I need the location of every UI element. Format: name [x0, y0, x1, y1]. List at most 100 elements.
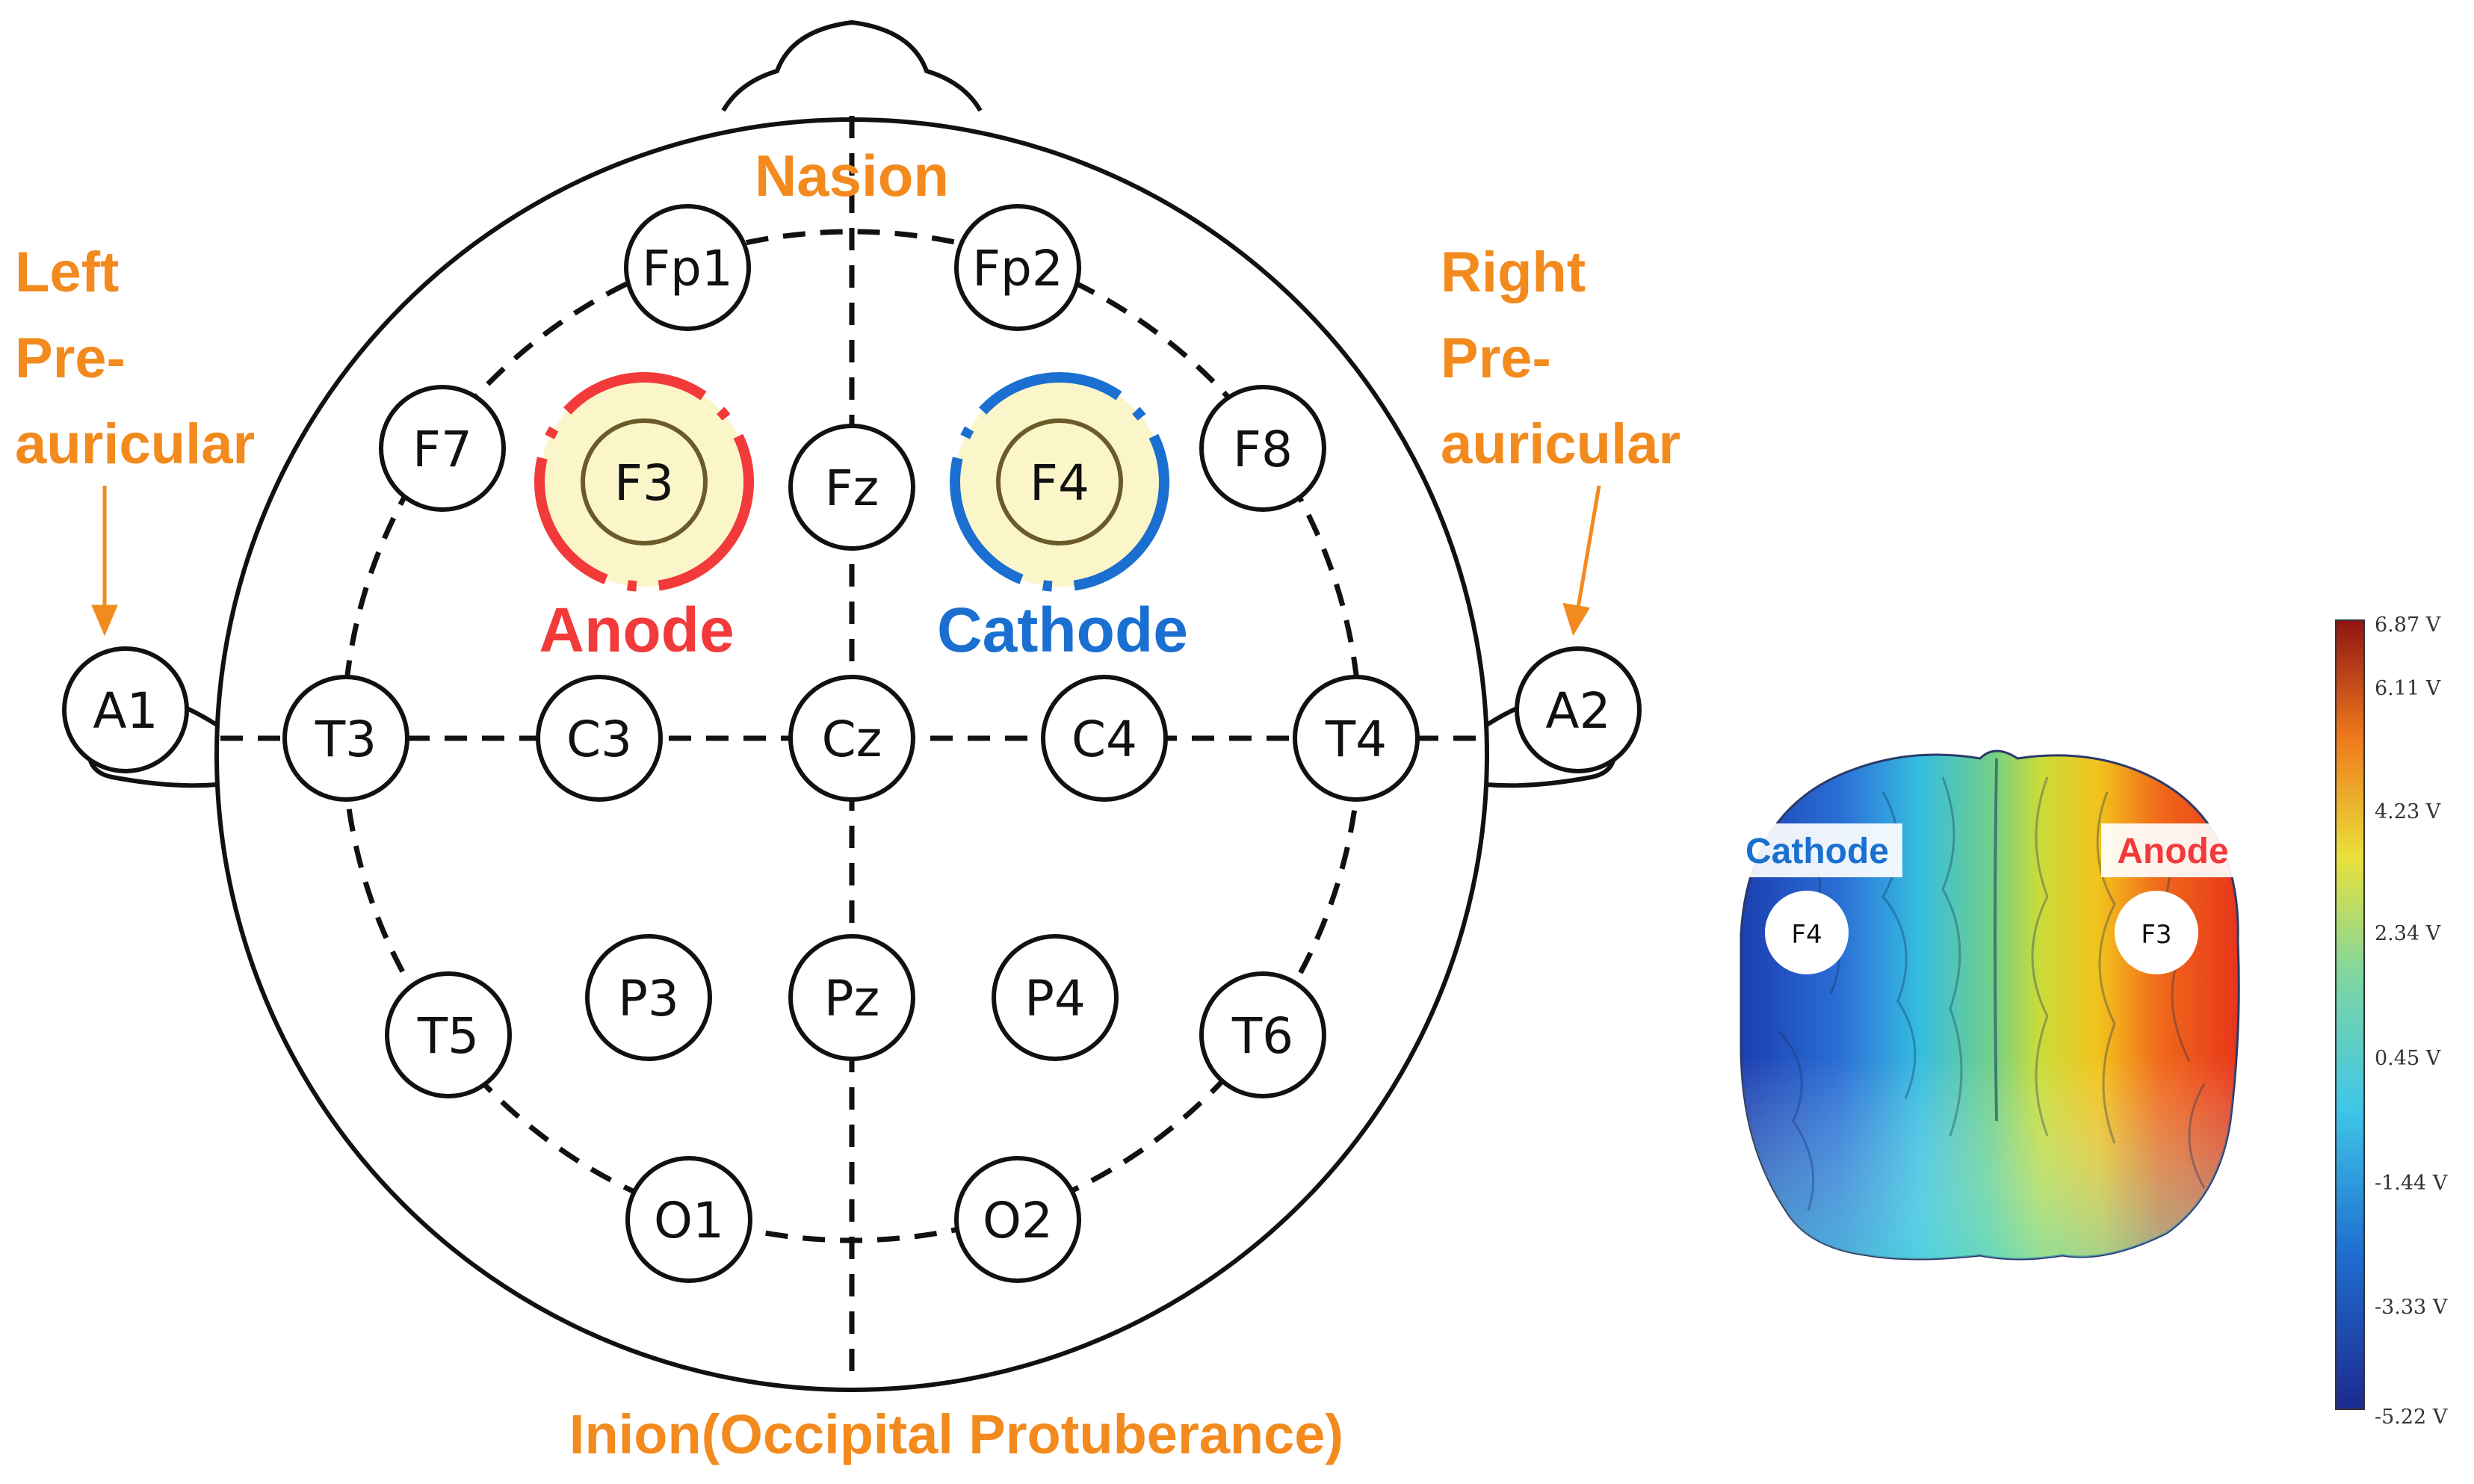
- anode-dashed-ring: [534, 372, 754, 592]
- electrode-circle: [788, 424, 915, 551]
- electrode-f4: F4: [996, 418, 1123, 545]
- electrode-fz: Fz: [788, 424, 915, 551]
- electrode-label: C4: [1071, 711, 1137, 768]
- electrode-t6: T6: [1199, 971, 1326, 1098]
- electrode-circle: [992, 934, 1119, 1061]
- brain-anode-label-bg: [2101, 823, 2245, 877]
- anode-label: Anode: [539, 595, 734, 665]
- electrode-circle: [379, 385, 506, 512]
- electrode-circle: [954, 1156, 1081, 1283]
- electrode-circle: [624, 204, 751, 331]
- right-pre-auricular-line1: Right: [1441, 241, 1586, 304]
- right-pre-auricular-line3: auricular: [1441, 412, 1680, 476]
- electrode-circle: [954, 204, 1081, 331]
- colorbar-tick-label: -3.33 V: [2375, 1296, 2448, 1319]
- electrode-fp2: Fp2: [954, 204, 1081, 331]
- electrode-label: F4: [1030, 454, 1089, 512]
- electrode-label: Pz: [824, 970, 879, 1027]
- brain-f3-electrode: [2115, 891, 2198, 974]
- brain-anode-label: Anode: [2117, 832, 2228, 871]
- electrode-cz: Cz: [788, 675, 915, 802]
- electrode-p4: P4: [992, 934, 1119, 1061]
- electrode-circle: [625, 1156, 752, 1283]
- brain-f3-label: F3: [2141, 920, 2171, 950]
- electrode-circle: [788, 934, 915, 1061]
- electrode-label: Fp2: [972, 240, 1063, 297]
- electrode-t3: T3: [282, 675, 409, 802]
- brain-fissure: [1994, 758, 1998, 1122]
- left-arrow-head: [91, 605, 118, 637]
- electrode-label: T6: [1231, 1007, 1293, 1065]
- electrode-label: O2: [983, 1192, 1053, 1249]
- cathode-label: Cathode: [937, 595, 1188, 665]
- electrode-circle: [581, 418, 708, 545]
- electrode-label: T5: [417, 1007, 479, 1065]
- electrode-circle: [585, 934, 712, 1061]
- electrode-f7: F7: [379, 385, 506, 512]
- electrode-label: T4: [1325, 711, 1387, 768]
- f3-highlight: [539, 377, 749, 587]
- colorbar-tick-label: 4.23 V: [2375, 800, 2441, 823]
- colorbar-tick-label: 2.34 V: [2375, 922, 2441, 945]
- electrode-a1: A1: [62, 646, 189, 773]
- electrode-circle: [1199, 385, 1326, 512]
- colorbar-tick-label: 6.11 V: [2375, 677, 2441, 700]
- colorbar-ticks: 6.87 V6.11 V4.23 V2.34 V0.45 V-1.44 V-3.…: [2375, 613, 2448, 1429]
- electrode-circle: [1293, 675, 1420, 802]
- electrode-circle: [1515, 646, 1642, 773]
- right-arrow-shaft: [1574, 485, 1601, 617]
- electrode-pz: Pz: [788, 934, 915, 1061]
- electrode-circle: [536, 675, 663, 802]
- colorbar-gradient: [2335, 619, 2365, 1410]
- electrode-label: F8: [1233, 421, 1293, 478]
- colorbar-tick-label: -1.44 V: [2375, 1172, 2448, 1195]
- electrode-label: P4: [1024, 970, 1086, 1027]
- colorbar-tick-label: 6.87 V: [2375, 613, 2441, 637]
- brain-voltage-map: Cathode Anode F4 F3: [1732, 749, 2245, 1261]
- f4-highlight: [955, 377, 1164, 587]
- electrode-label: O1: [654, 1192, 724, 1249]
- electrode-c3: C3: [536, 675, 663, 802]
- colorbar-tick-label: -5.22 V: [2375, 1406, 2448, 1429]
- brain-cathode-label-bg: [1732, 823, 1902, 877]
- electrode-p3: P3: [585, 934, 712, 1061]
- electrode-t5: T5: [385, 971, 512, 1098]
- left-pre-auricular-line3: auricular: [15, 412, 255, 476]
- electrode-label: P3: [618, 970, 679, 1027]
- left-pre-auricular-line2: Pre-: [15, 327, 126, 390]
- electrode-circle: [1041, 675, 1168, 802]
- electrode-a2: A2: [1515, 646, 1642, 773]
- electrode-label: F3: [614, 454, 674, 512]
- nose-shape: [721, 19, 983, 112]
- electrode-fp1: Fp1: [624, 204, 751, 331]
- electrode-label: A1: [93, 682, 158, 740]
- electrode-f8: F8: [1199, 385, 1326, 512]
- electrode-t4: T4: [1293, 675, 1420, 802]
- electrode-circle: [788, 675, 915, 802]
- electrode-circle: [1199, 971, 1326, 1098]
- brain-f4-electrode: [1765, 891, 1849, 974]
- stimulation-highlights: [534, 372, 1169, 592]
- right-arrow-head: [1562, 602, 1591, 637]
- brain-f4-label: F4: [1791, 920, 1822, 950]
- electrode-circle: [62, 646, 189, 773]
- electrode-label: Fp1: [642, 240, 733, 297]
- brain-cathode-label: Cathode: [1745, 832, 1889, 871]
- left-pre-auricular-line1: Left: [15, 241, 119, 304]
- electrode-label: T3: [315, 711, 377, 768]
- electrode-o1: O1: [625, 1156, 752, 1283]
- right-pre-auricular-line2: Pre-: [1441, 327, 1551, 390]
- electrode-f3: F3: [581, 418, 708, 545]
- ear-arrows: [91, 485, 1601, 637]
- electrode-c4: C4: [1041, 675, 1168, 802]
- voltage-colorbar: 6.87 V6.11 V4.23 V2.34 V0.45 V-1.44 V-3.…: [2335, 613, 2448, 1429]
- cathode-dashed-ring: [950, 372, 1169, 592]
- nasion-label: Nasion: [755, 143, 949, 208]
- electrode-label: C3: [566, 711, 632, 768]
- electrode-label: F7: [412, 421, 472, 478]
- electrode-label: Fz: [825, 460, 879, 517]
- inion-label: Inion(Occipital Protuberance): [569, 1403, 1343, 1465]
- electrode-label: A2: [1545, 682, 1610, 740]
